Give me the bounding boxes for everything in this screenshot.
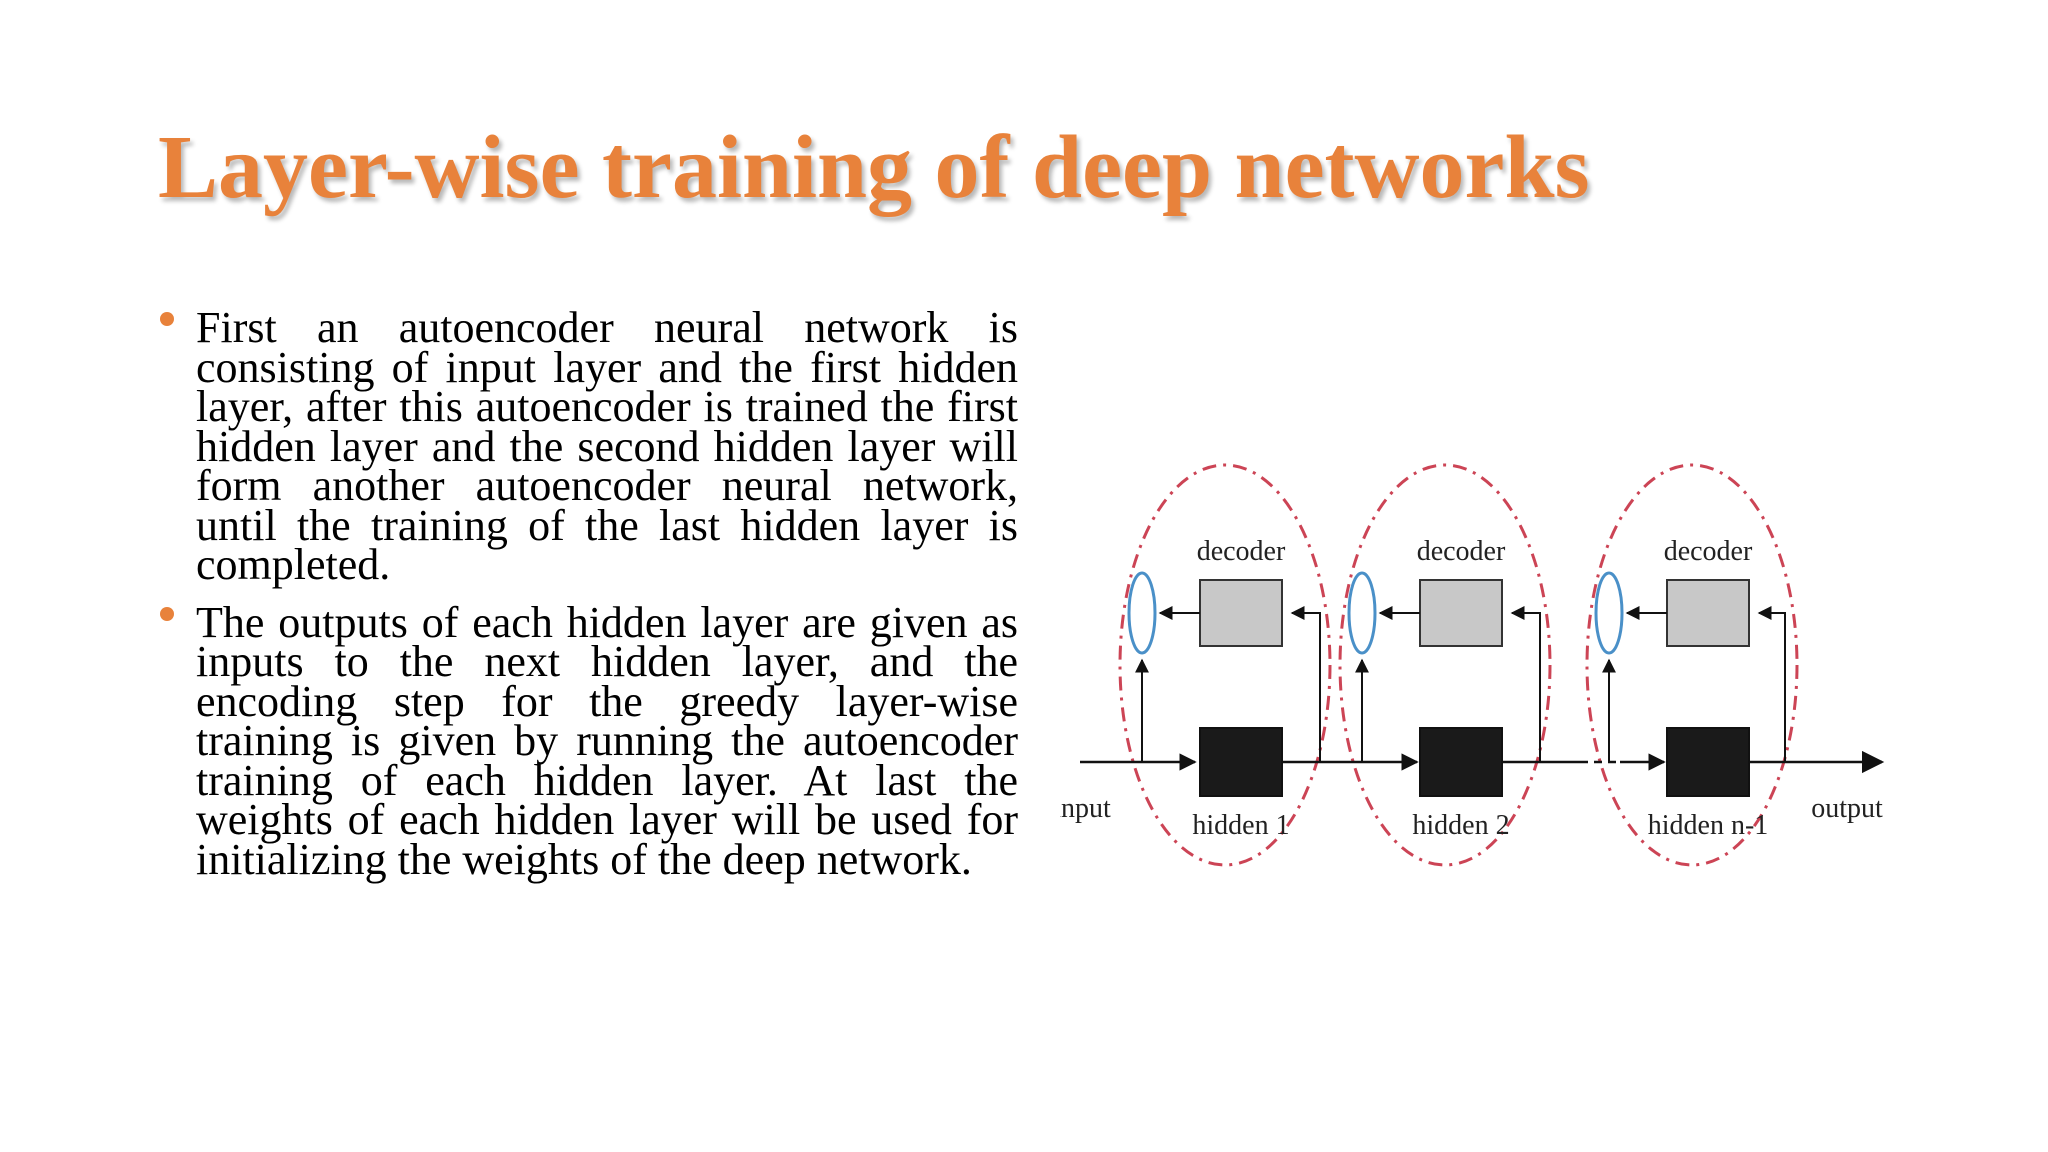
connector-line bbox=[1757, 606, 1786, 762]
block-boundary-ellipse bbox=[1585, 463, 1799, 867]
bullet-text: First an autoencoder neural network is c… bbox=[196, 303, 1018, 589]
input-label: input bbox=[1060, 793, 1111, 824]
hidden-layer-box bbox=[1199, 727, 1283, 797]
bullet-dot-icon bbox=[160, 606, 174, 621]
hidden-layer-box bbox=[1666, 727, 1750, 797]
reconstruction-neuron-icon bbox=[1594, 571, 1624, 655]
connector-line bbox=[1510, 606, 1541, 762]
hidden-layer-label: hidden 1 bbox=[1192, 810, 1289, 841]
decoder-box bbox=[1199, 579, 1283, 647]
bullet-item: First an autoencoder neural network is c… bbox=[158, 306, 1018, 587]
decoder-label: decoder bbox=[1417, 536, 1506, 567]
bullet-dot-icon bbox=[160, 312, 174, 326]
slide-title: Layer-wise training of deep networks bbox=[158, 118, 1590, 217]
bullet-text: The outputs of each hidden layer are giv… bbox=[196, 597, 1018, 884]
hidden-layer-box bbox=[1419, 727, 1503, 797]
decoder-label: decoder bbox=[1197, 536, 1286, 567]
block-boundary-ellipse bbox=[1338, 463, 1552, 867]
autoencoder-diagram-svg: decoder decoder decoder hidden 1 hidden … bbox=[1060, 463, 1885, 867]
hidden-layer-label: hidden n-1 bbox=[1648, 810, 1769, 841]
decoder-box bbox=[1666, 579, 1750, 647]
reconstruction-neuron-icon bbox=[1347, 571, 1377, 655]
reconstruction-neuron-icon bbox=[1127, 571, 1157, 655]
bullet-list: First an autoencoder neural network is c… bbox=[158, 306, 1018, 897]
block-boundary-ellipse bbox=[1118, 463, 1332, 867]
decoder-label: decoder bbox=[1664, 536, 1753, 567]
bullet-item: The outputs of each hidden layer are giv… bbox=[158, 600, 1018, 881]
autoencoder-diagram: decoder decoder decoder hidden 1 hidden … bbox=[1060, 420, 1900, 940]
hidden-layer-label: hidden 2 bbox=[1412, 810, 1509, 841]
output-label: output bbox=[1811, 793, 1883, 824]
connector-line bbox=[1290, 606, 1321, 762]
decoder-box bbox=[1419, 579, 1503, 647]
